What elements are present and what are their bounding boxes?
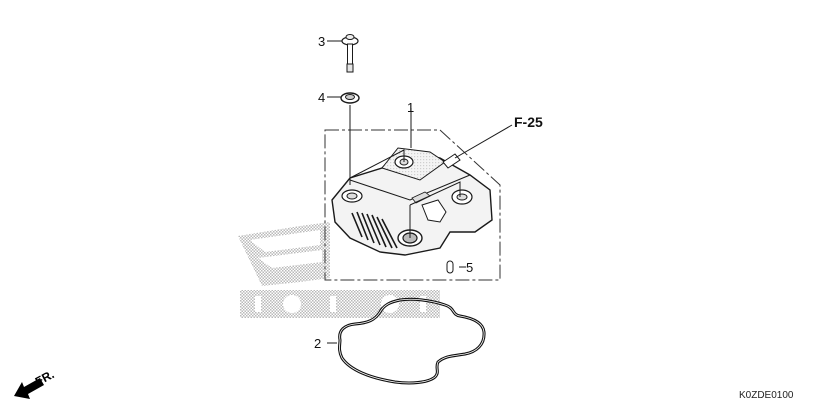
callout-5: 5: [466, 260, 473, 275]
callout-1: 1: [407, 100, 414, 115]
diagram-code: K0ZDE0100: [739, 390, 794, 401]
callout-3: 3: [318, 34, 325, 49]
bolt[interactable]: [341, 34, 359, 73]
cylinder-head-cover[interactable]: [331, 147, 493, 256]
front-direction-indicator: FR.: [14, 367, 56, 399]
front-arrow-icon: [14, 378, 44, 399]
assembly-boundary: [324, 129, 501, 281]
honda-watermark: [238, 222, 440, 318]
reference-link-f25[interactable]: F-25: [514, 114, 543, 130]
dowel-pin[interactable]: [446, 260, 454, 274]
callout-2: 2: [314, 336, 321, 351]
leader-lines: [327, 40, 513, 344]
seal-washer[interactable]: [340, 92, 360, 104]
honda-watermark-text: [240, 290, 440, 318]
callout-4: 4: [318, 90, 325, 105]
